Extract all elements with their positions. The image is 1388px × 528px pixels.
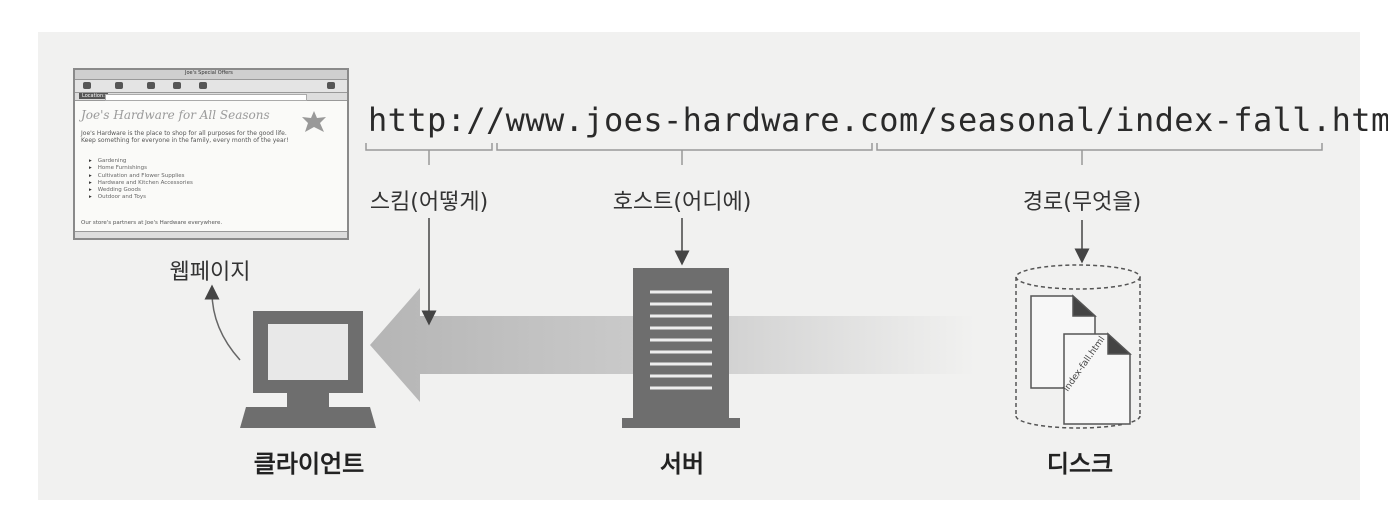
list-item: Home Furnishings [89,165,193,172]
browser-title: Joe's Special Offers [185,70,233,76]
browser-status-bar [75,231,347,238]
page-heading: Joe's Hardware for All Seasons [81,108,270,122]
list-item: Gardening [89,158,193,165]
leaf-icon [302,111,326,132]
list-item: Wedding Goods [89,187,193,194]
list-item: Hardware and Kitchen Accessories [89,180,193,187]
client-label: 클라이언트 [253,450,365,478]
list-item: Cultivation and Flower Supplies [89,173,193,180]
server-label: 서버 [659,450,705,478]
page-paragraph: Joe's Hardware is the place to shop for … [81,130,289,144]
disk-icon [1015,264,1141,429]
path-label: 경로(무엇을) [1022,190,1142,215]
webpage-arrow [204,284,241,361]
scheme-label: 스킴(어떻게) [369,190,489,215]
browser-location-bar: Location: [75,93,347,101]
list-item: Outdoor and Toys [89,194,193,201]
server-icon [622,268,740,428]
webpage-screenshot: Joe's Special Offers Location: Joe's Har… [73,68,349,240]
page-list: Gardening Home Furnishings Cultivation a… [89,158,193,202]
webpage-label: 웹페이지 [169,260,251,285]
url-brackets [365,143,1323,165]
location-label: Location: [79,93,108,99]
document-icon [1030,294,1132,425]
url-text: http://www.joes-hardware.com/seasonal/in… [368,101,1388,139]
browser-title-bar: Joe's Special Offers [75,70,347,80]
browser-toolbar [75,80,347,93]
disk-label: 디스크 [1046,450,1114,478]
monitor-icon [240,311,376,428]
host-label: 호스트(어디에) [612,190,752,215]
page-footer: Our store's partners at Joe's Hardware e… [81,220,223,226]
